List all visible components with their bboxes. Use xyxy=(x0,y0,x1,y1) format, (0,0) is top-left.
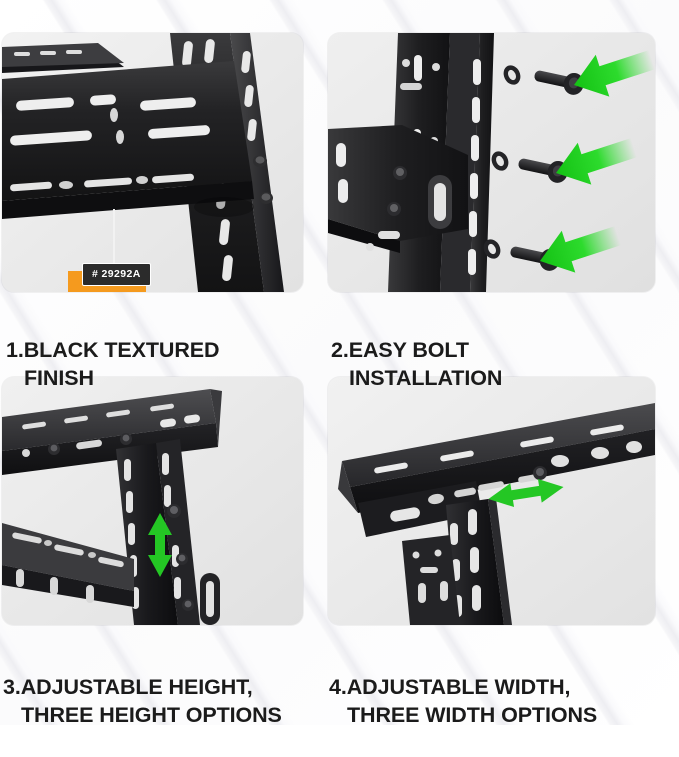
panel-1-image xyxy=(2,33,303,292)
panel-4-image xyxy=(328,377,655,625)
lower-rail xyxy=(2,523,134,607)
washer xyxy=(483,239,501,259)
horizontal-plate xyxy=(2,61,254,219)
caption-black-textured-finish: 1.BLACK TEXTURED FINISH xyxy=(6,308,220,420)
bolt xyxy=(534,70,584,95)
green-arrow-left xyxy=(556,138,638,185)
caption-easy-bolt-installation: 2.EASY BOLT INSTALLATION xyxy=(331,308,502,420)
callout-stem xyxy=(113,209,115,263)
upper-lip xyxy=(2,43,124,73)
feature-grid: # 29292A xyxy=(2,33,655,727)
panel-3-image xyxy=(2,377,303,625)
caption-3-line-2: THREE HEIGHT OPTIONS xyxy=(21,703,282,727)
part-number-label: # 29292A xyxy=(82,263,151,286)
caption-4-line-2: THREE WIDTH OPTIONS xyxy=(347,703,598,727)
left-flange xyxy=(358,481,482,537)
upper-horizontal-bar xyxy=(2,389,222,475)
caption-3-line-1: 3.ADJUSTABLE HEIGHT, xyxy=(3,675,253,699)
green-arrow-horizontal-double xyxy=(488,478,564,508)
green-arrow-left xyxy=(574,50,655,97)
back-plate xyxy=(402,535,460,625)
panel-easy-bolt-installation xyxy=(328,33,655,292)
panel-black-textured-finish: # 29292A xyxy=(2,33,303,292)
caption-adjustable-width: 4.ADJUSTABLE WIDTH, THREE WIDTH OPTIONS xyxy=(329,645,597,757)
caption-1-line-1: 1.BLACK TEXTURED xyxy=(6,338,220,362)
washer xyxy=(503,65,521,85)
caption-2-line-2: INSTALLATION xyxy=(349,366,503,390)
panel-2-image xyxy=(328,33,655,292)
caption-2-line-1: 2.EASY BOLT xyxy=(331,338,469,362)
cross-plate xyxy=(328,125,468,253)
washer xyxy=(491,151,509,171)
caption-4-line-1: 4.ADJUSTABLE WIDTH, xyxy=(329,675,571,699)
caption-1-line-2: FINISH xyxy=(24,366,94,390)
green-arrow-vertical-double xyxy=(148,513,172,577)
green-arrow-left xyxy=(540,226,622,273)
caption-adjustable-height: 3.ADJUSTABLE HEIGHT, THREE HEIGHT OPTION… xyxy=(3,645,282,757)
